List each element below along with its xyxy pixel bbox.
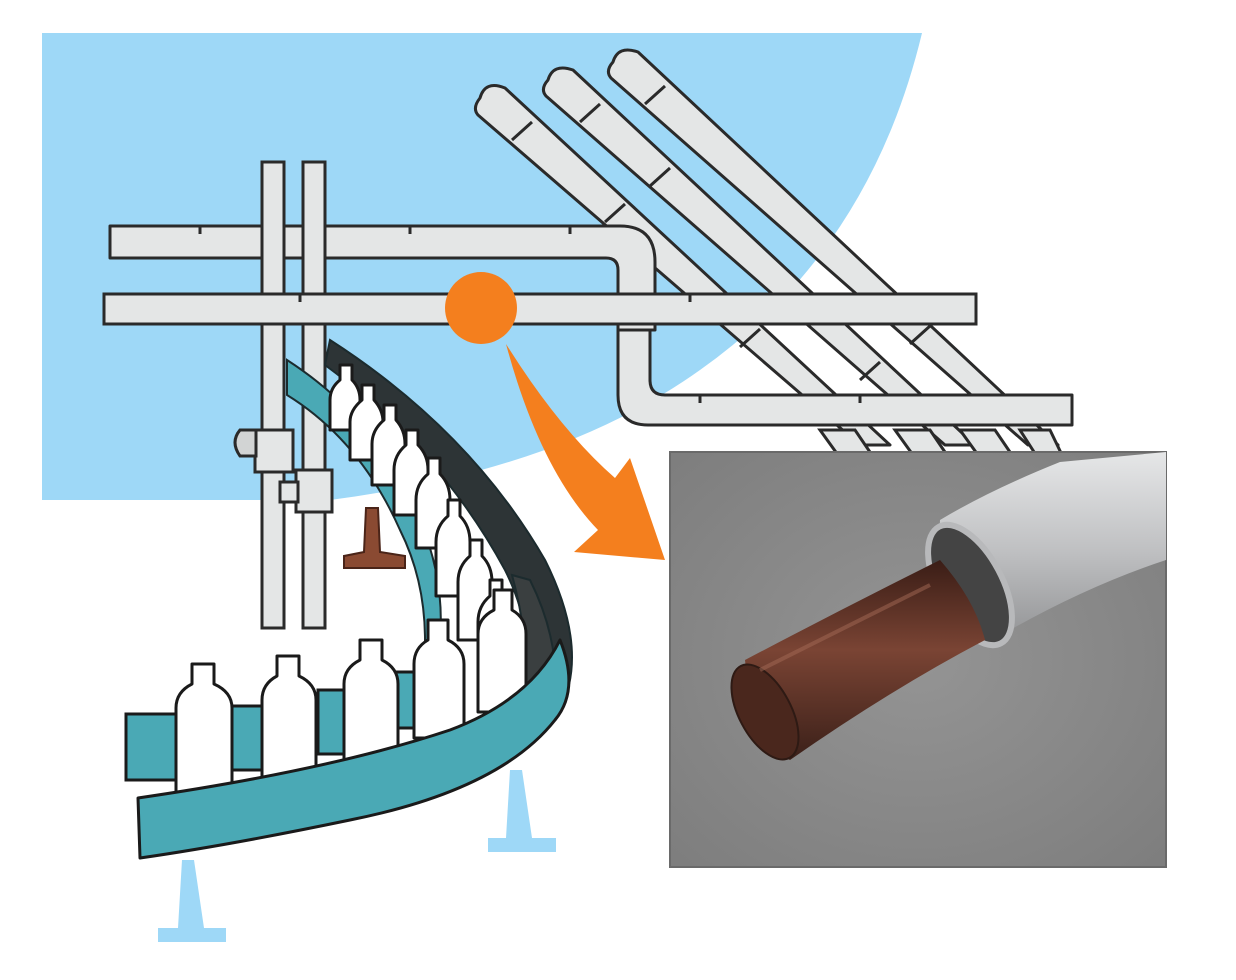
photo-inset [669, 451, 1167, 868]
post-clamps [233, 428, 334, 514]
rail-lower [616, 328, 1074, 427]
diagonal-rails [473, 48, 1060, 447]
belt-supports [158, 770, 556, 942]
rail-top [108, 224, 657, 332]
diagonal-rail-2 [541, 66, 977, 447]
orange-circle-icon [445, 272, 517, 344]
bottle [260, 654, 318, 782]
orange-arrow-icon [506, 344, 665, 560]
post-left [260, 160, 286, 630]
tube-core [745, 560, 985, 760]
rail-ends [817, 428, 1065, 457]
diagonal-rail-1 [473, 84, 892, 447]
core-end [730, 663, 800, 761]
guide-stand [343, 507, 406, 569]
bottle [174, 662, 234, 794]
clamp-knob [233, 428, 258, 458]
rail-middle [102, 292, 978, 403]
bottle-row-lower [174, 588, 528, 794]
bottle [342, 638, 400, 762]
support-right [488, 770, 556, 852]
belt-front [136, 638, 571, 860]
support-left [158, 860, 226, 942]
